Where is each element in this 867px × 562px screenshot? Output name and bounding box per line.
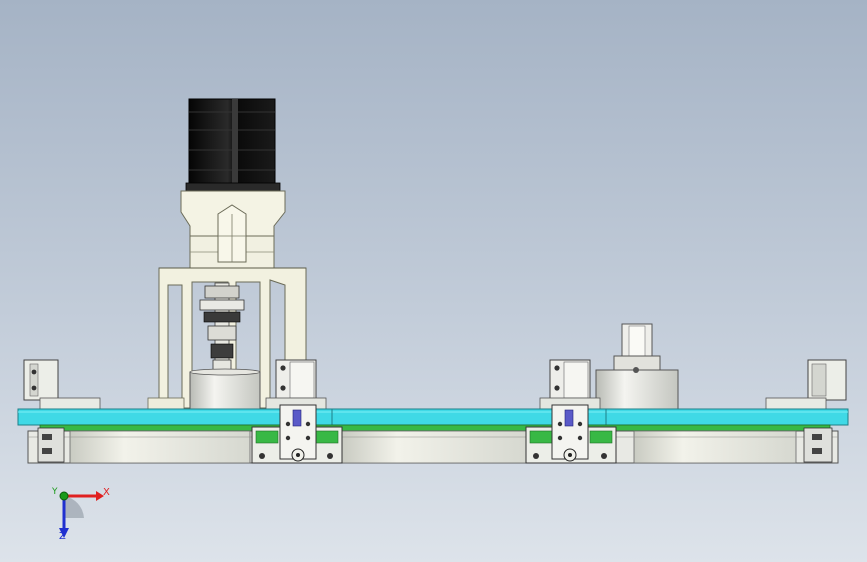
shaft-coupling[interactable] (199, 282, 245, 374)
z-axis-label: Z (59, 531, 66, 542)
x-axis-label: X (103, 487, 110, 498)
left-slider-block[interactable] (265, 359, 327, 411)
left-rotary-housing[interactable] (189, 368, 261, 411)
right-end-clamp[interactable] (765, 359, 847, 411)
servo-motor[interactable] (185, 98, 281, 192)
cyan-base-plate[interactable] (17, 408, 849, 426)
left-end-clamp[interactable] (23, 359, 101, 411)
left-foot[interactable] (37, 427, 65, 463)
right-slider-block[interactable] (539, 359, 601, 411)
motor-adapter[interactable] (180, 190, 286, 269)
left-gripper-module[interactable] (251, 404, 343, 464)
right-foot[interactable] (803, 427, 833, 463)
green-guide-plate[interactable] (39, 424, 831, 432)
right-gripper-module[interactable] (525, 404, 617, 464)
right-rotary-unit[interactable] (595, 323, 679, 411)
coordinate-triad-icon (59, 491, 104, 538)
lower-base-body[interactable] (27, 430, 839, 464)
y-axis-label: Y (52, 487, 58, 497)
